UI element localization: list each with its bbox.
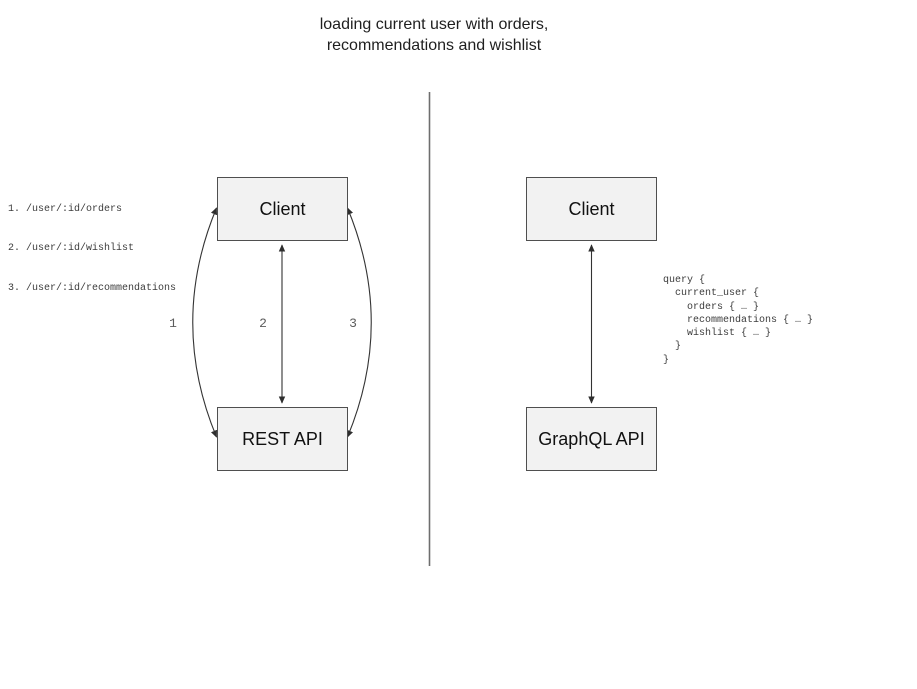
endpoint-line: 1. /user/:id/orders [8, 203, 123, 215]
graphql-api-box: GraphQL API [526, 407, 657, 471]
rest-endpoint-list: 1. /user/:id/orders 2. /user/:id/wishlis… [8, 176, 176, 322]
rest-arrow-1-curve [192, 207, 218, 438]
endpoint-line: 3. /user/:id/recommendations [8, 283, 177, 295]
graphql-client-box: Client [526, 177, 657, 241]
arrow-label-3: 3 [349, 316, 357, 331]
title-line-1: loading current user with orders, [319, 16, 549, 33]
page-title: loading current user with orders, recomm… [0, 14, 868, 56]
graphql-api-label: GraphQL API [538, 428, 645, 449]
title-line-2: recommendations and wishlist [326, 37, 542, 54]
rest-api-box: REST API [217, 407, 348, 471]
rest-api-label: REST API [242, 428, 323, 449]
rest-client-label: Client [259, 198, 306, 219]
arrow-label-1: 1 [169, 316, 177, 331]
arrow-label-2: 2 [259, 316, 267, 331]
graphql-client-label: Client [568, 198, 615, 219]
rest-client-box: Client [217, 177, 348, 241]
endpoint-line: 2. /user/:id/wishlist [8, 243, 135, 255]
graphql-query-code: query { current_user { orders { … } reco… [663, 275, 814, 366]
